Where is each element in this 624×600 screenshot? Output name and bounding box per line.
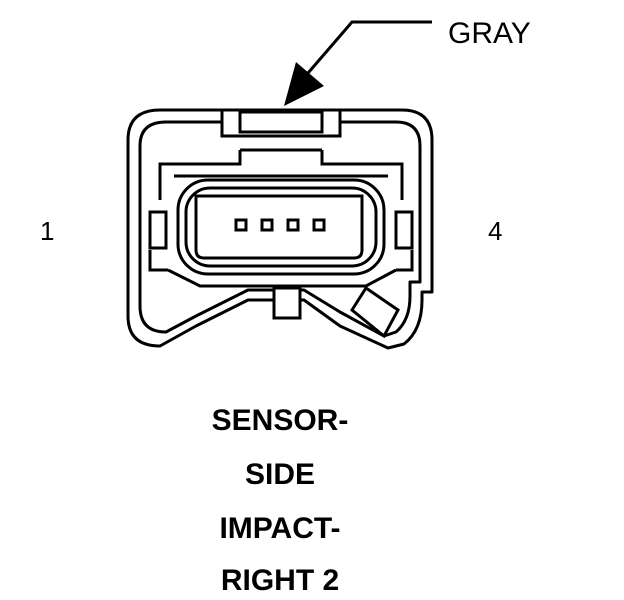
upper-ribs <box>158 148 404 200</box>
side-keys <box>148 210 414 250</box>
pin-3 <box>286 218 300 232</box>
lower-ribs <box>148 250 414 288</box>
terminal-cavity <box>194 194 364 260</box>
pin-1 <box>234 218 248 232</box>
caption-line-4: RIGHT 2 <box>221 564 339 597</box>
pin-label-right: 4 <box>488 216 502 246</box>
caption-line-2: SIDE <box>245 458 315 491</box>
pin-label-left: 1 <box>40 216 54 246</box>
callout-leader <box>300 20 432 81</box>
caption-line-3: IMPACT- <box>219 512 340 545</box>
bottom-tab <box>272 286 302 320</box>
caption-line-1: SENSOR- <box>212 404 349 437</box>
pin-4 <box>312 218 326 232</box>
color-label: GRAY <box>448 17 531 50</box>
pin-2 <box>260 218 274 232</box>
latch-tab <box>220 108 342 138</box>
lower-clip <box>350 285 400 339</box>
callout-arrowhead <box>284 62 324 106</box>
